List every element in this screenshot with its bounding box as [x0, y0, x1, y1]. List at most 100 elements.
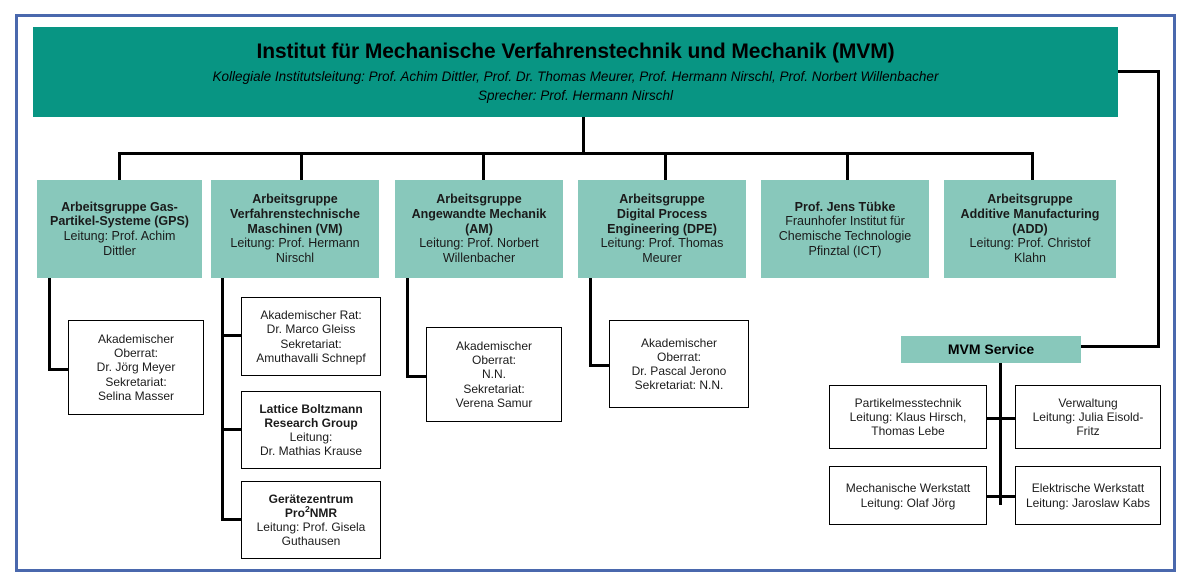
group-title-line: Arbeitsgruppe — [987, 192, 1073, 207]
speaker-line: Sprecher: Prof. Hermann Nirschl — [477, 88, 674, 104]
child-box-gps-akad[interactable]: Akademischer Oberrat: Dr. Jörg Meyer Sek… — [68, 320, 204, 415]
child-line: Oberrat: — [471, 353, 516, 368]
group-title-line: Prof. Jens Tübke — [794, 199, 896, 214]
group-sub-line: Leitung: Prof. Hermann — [230, 236, 360, 251]
group-box-dpe[interactable]: Arbeitsgruppe Digital Process Engineerin… — [578, 180, 746, 278]
child-line: N.N. — [482, 367, 506, 382]
group-box-vm[interactable]: Arbeitsgruppe Verfahrenstechnische Masch… — [211, 180, 379, 278]
group-title-line: Engineering (DPE) — [607, 221, 717, 236]
child-line: Sekretariat: N.N. — [634, 378, 724, 393]
child-line: Akademischer Rat: — [260, 308, 362, 323]
service-line: Verwaltung — [1058, 395, 1118, 410]
child-line: Verena Samur — [455, 395, 533, 410]
child-line: Oberrat: — [113, 346, 158, 361]
connector-dpe-stub — [589, 364, 610, 367]
group-box-am[interactable]: Arbeitsgruppe Angewandte Mechanik (AM) L… — [395, 180, 563, 278]
connector-am-stub — [406, 375, 427, 378]
connector-am-spine — [406, 278, 409, 378]
group-sub-line: Pfinztal (ICT) — [808, 243, 882, 258]
connector-header-stem — [582, 117, 585, 153]
group-sub-line: Leitung: Prof. Thomas — [600, 236, 724, 251]
child-line: Sekretariat: — [105, 374, 167, 389]
connector-service-stub-row1-left — [987, 417, 1002, 420]
group-sub-line: Meurer — [642, 251, 682, 266]
child-line: Oberrat: — [656, 349, 701, 364]
connector-dpe-spine — [589, 278, 592, 367]
leadership-line: Kollegiale Institutsleitung: Prof. Achim… — [212, 69, 939, 85]
child-line: Leitung: Prof. Gisela — [256, 520, 366, 534]
connector-vm-spine — [221, 278, 224, 520]
child-line: Lattice Boltzmann — [259, 401, 363, 416]
group-title-line: Arbeitsgruppe — [436, 192, 522, 207]
child-line: Guthausen — [281, 534, 341, 549]
service-line: Elektrische Werkstatt — [1031, 481, 1145, 496]
connector-service-in — [1081, 345, 1160, 348]
connector-drop-ict — [846, 152, 849, 180]
group-sub-line: Leitung: Prof. Achim — [63, 229, 176, 243]
child-line: Dr. Pascal Jerono — [631, 364, 727, 378]
connector-service-stub-row2-left — [987, 495, 1002, 498]
group-sub-line: Klahn — [1014, 251, 1046, 266]
child-box-vm-pro2nmr[interactable]: Gerätezentrum Pro2NMR Leitung: Prof. Gis… — [241, 481, 381, 559]
service-box-mechanische-werkstatt[interactable]: Mechanische Werkstatt Leitung: Olaf Jörg — [829, 466, 987, 525]
connector-service-right — [1157, 70, 1160, 348]
connector-service-stub-row1-right — [999, 417, 1016, 420]
group-sub-line: Nirschl — [275, 251, 315, 266]
outer-frame-border — [15, 14, 1176, 572]
child-line-superscript: Pro2NMR — [284, 503, 338, 520]
connector-drop-gps — [118, 152, 121, 180]
connector-drop-dpe — [664, 152, 667, 180]
child-line: Amuthavalli Schnepf — [256, 350, 366, 365]
group-title-line: Arbeitsgruppe Gas- — [61, 199, 178, 214]
service-line: Leitung: Olaf Jörg — [860, 495, 956, 510]
connector-group-bus — [118, 152, 1034, 155]
child-line: Akademischer — [455, 339, 533, 354]
connector-drop-am — [482, 152, 485, 180]
group-box-ict[interactable]: Prof. Jens Tübke Fraunhofer Institut für… — [761, 180, 929, 278]
service-box-elektrische-werkstatt[interactable]: Elektrische Werkstatt Leitung: Jaroslaw … — [1015, 466, 1161, 525]
child-box-vm-lbrg[interactable]: Lattice Boltzmann Research Group Leitung… — [241, 391, 381, 469]
child-line: Dr. Marco Gleiss — [266, 322, 356, 337]
service-box-verwaltung[interactable]: Verwaltung Leitung: Julia Eisold- Fritz — [1015, 385, 1161, 449]
group-box-add[interactable]: Arbeitsgruppe Additive Manufacturing (AD… — [944, 180, 1116, 278]
child-line: Akademischer — [640, 335, 718, 350]
child-line: Selina Masser — [97, 388, 175, 403]
group-sub-line: Leitung: Prof. Christof — [969, 236, 1091, 251]
child-line: Dr. Jörg Meyer — [96, 360, 176, 375]
child-line: Sekretariat: — [280, 336, 342, 351]
connector-service-spine — [999, 363, 1002, 505]
connector-drop-vm — [300, 152, 303, 180]
child-line: Research Group — [264, 415, 358, 430]
group-title-line: Verfahrenstechnische — [230, 206, 360, 221]
group-sub-line: Willenbacher — [442, 251, 516, 266]
service-header-box[interactable]: MVM Service — [901, 336, 1081, 363]
service-title: MVM Service — [947, 341, 1035, 358]
group-title-line: Arbeitsgruppe — [252, 192, 338, 207]
service-line: Fritz — [1076, 424, 1100, 439]
service-line: Leitung: Klaus Hirsch, — [849, 409, 967, 424]
connector-gps-stub — [48, 368, 69, 371]
child-line: Leitung: — [289, 430, 333, 444]
group-title-line: (AM) — [465, 221, 493, 236]
child-line: Akademischer — [97, 332, 175, 347]
child-line: Gerätezentrum — [268, 491, 354, 506]
child-box-vm-akad[interactable]: Akademischer Rat: Dr. Marco Gleiss Sekre… — [241, 297, 381, 376]
group-title-line: Partikel-Systeme (GPS) — [50, 214, 189, 229]
group-title-line: Angewandte Mechanik — [411, 206, 547, 221]
connector-service-top — [1118, 70, 1160, 73]
service-line: Leitung: Jaroslaw Kabs — [1025, 495, 1151, 510]
group-sub-line: Dittler — [103, 243, 136, 258]
service-line: Mechanische Werkstatt — [845, 481, 971, 496]
group-box-gps[interactable]: Arbeitsgruppe Gas- Partikel-Systeme (GPS… — [37, 180, 202, 278]
service-line: Leitung: Julia Eisold- — [1032, 409, 1144, 424]
service-line: Partikelmesstechnik — [854, 395, 962, 410]
service-line: Thomas Lebe — [871, 424, 945, 439]
group-title-line: Additive Manufacturing — [960, 206, 1100, 221]
group-sub-line: Chemische Technologie — [778, 229, 912, 243]
child-line: Sekretariat: — [463, 381, 525, 396]
child-box-dpe-akad[interactable]: Akademischer Oberrat: Dr. Pascal Jerono … — [609, 320, 749, 408]
group-title-line: Arbeitsgruppe — [619, 192, 705, 207]
service-box-partikelmesstechnik[interactable]: Partikelmesstechnik Leitung: Klaus Hirsc… — [829, 385, 987, 449]
child-box-am-akad[interactable]: Akademischer Oberrat: N.N. Sekretariat: … — [426, 327, 562, 422]
